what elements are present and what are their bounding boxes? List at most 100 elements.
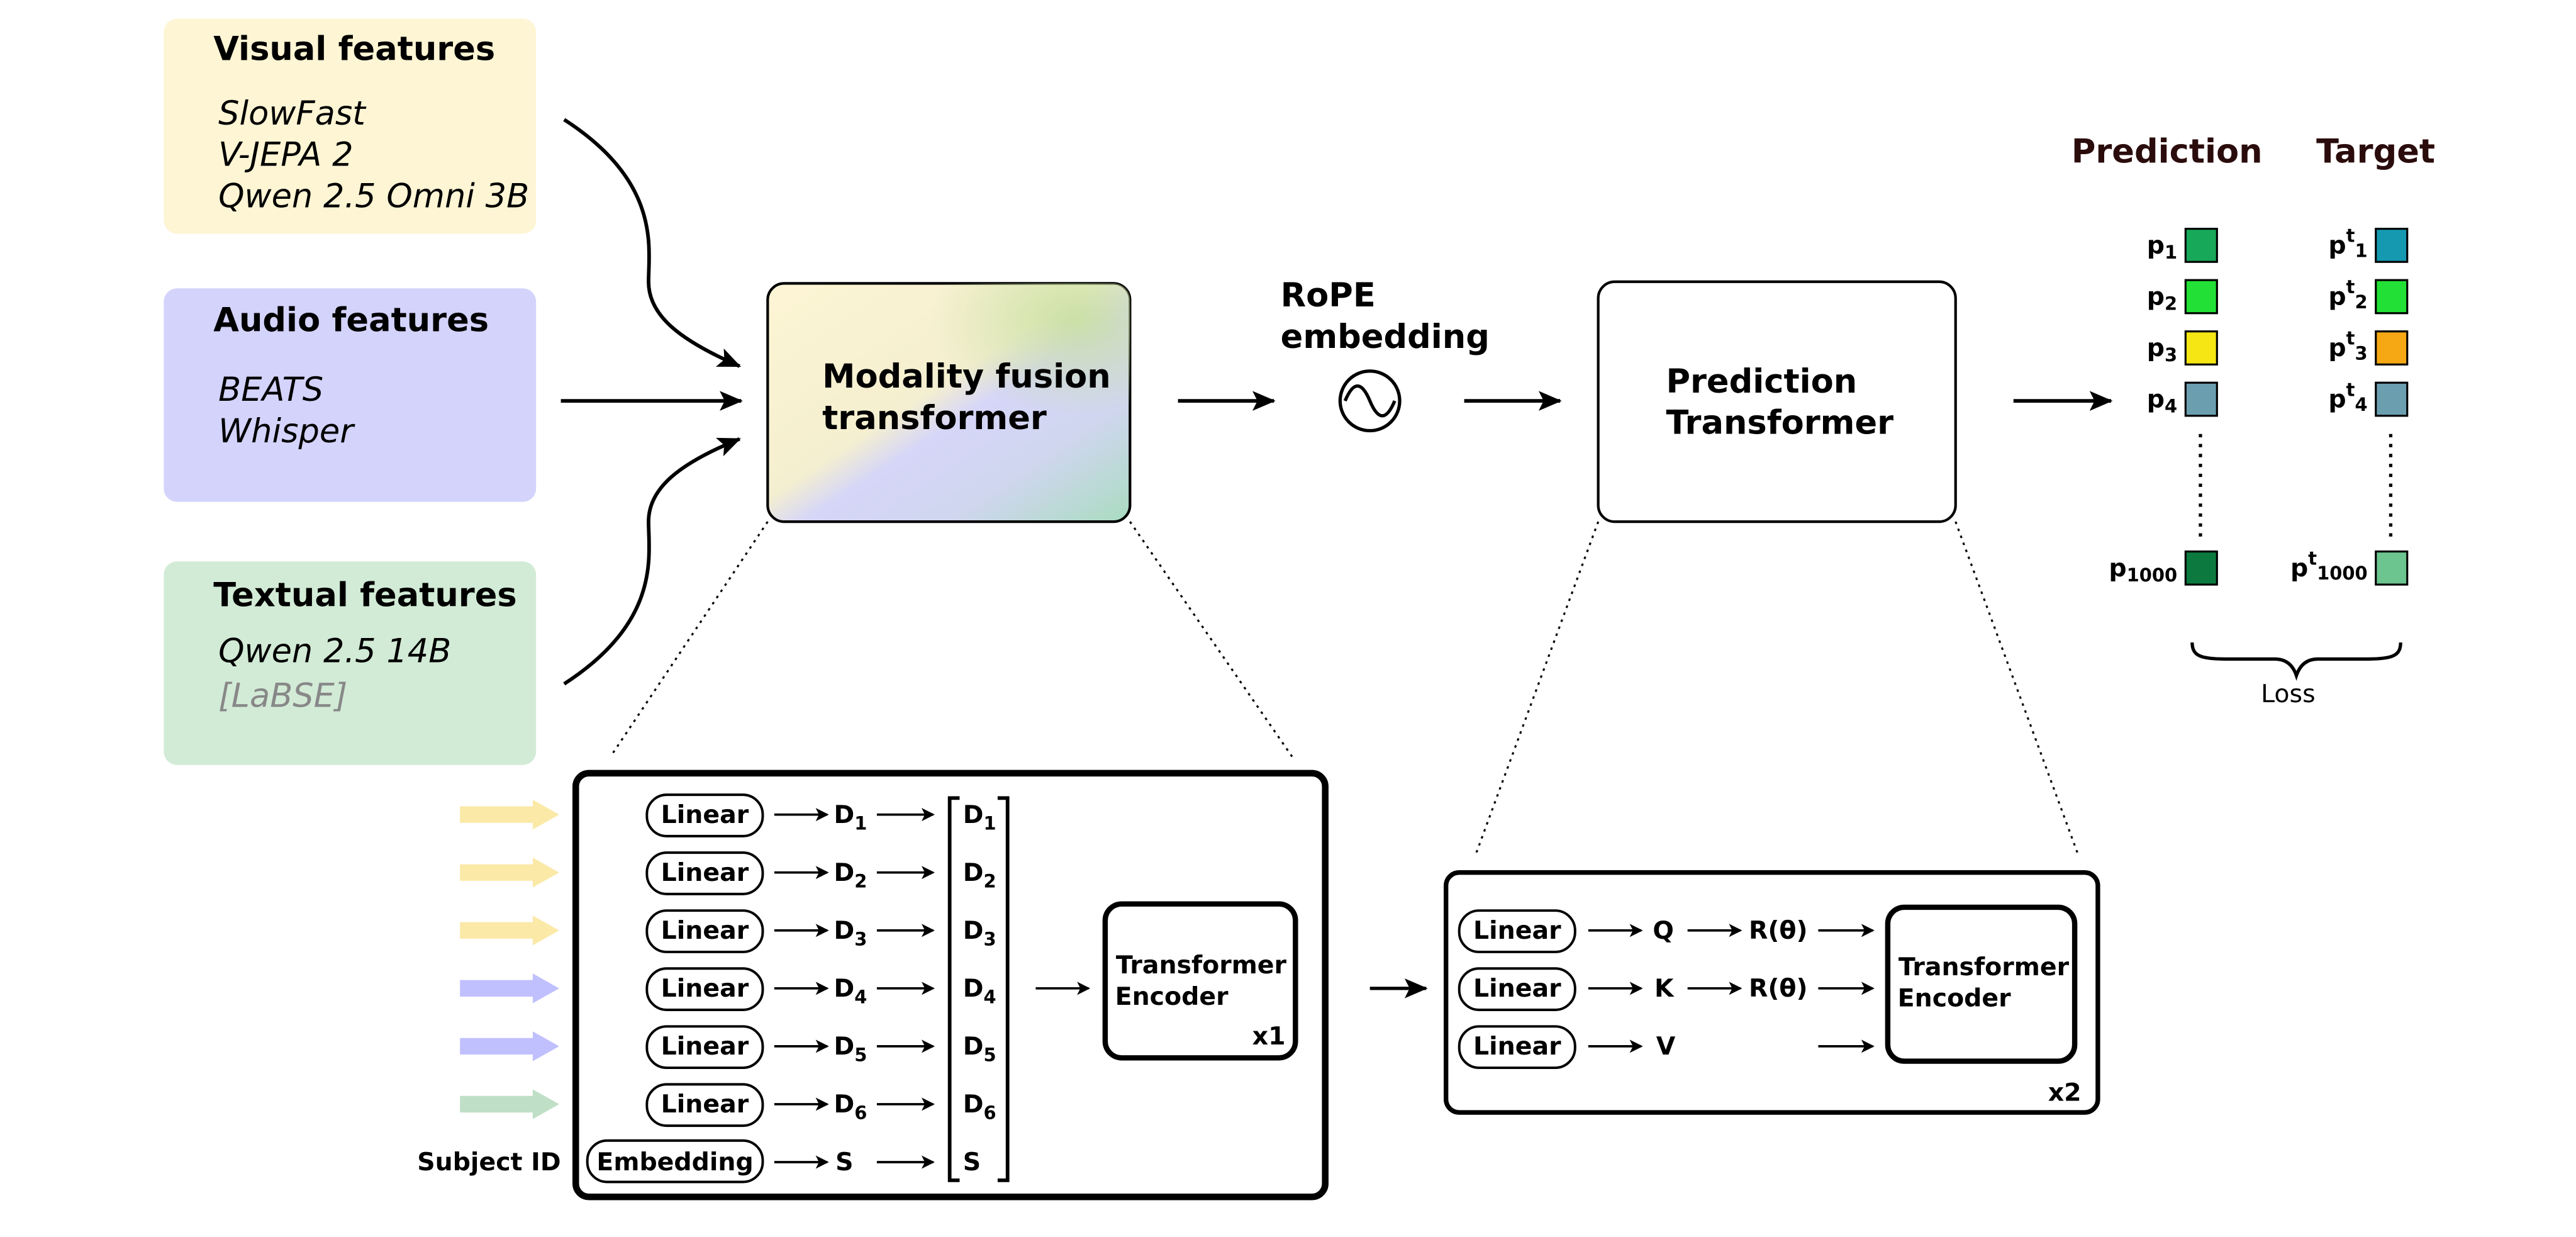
d-token-subscript: 5 — [983, 1044, 996, 1066]
d-token-label: D1 — [834, 800, 867, 834]
modality-input-arrow — [460, 1089, 559, 1119]
d-token-subscript: 3 — [983, 928, 996, 949]
modality-input-arrow — [460, 858, 559, 888]
p-superscript: t — [2346, 328, 2355, 349]
d-token-subscript: 6 — [854, 1102, 867, 1124]
prediction-header: Prediction — [2071, 132, 2263, 171]
linear-label: Linear — [661, 1032, 749, 1061]
modality-input-arrow — [460, 1031, 559, 1061]
target-swatch — [2375, 381, 2409, 417]
audio-feature-item: Whisper — [218, 412, 355, 451]
target-swatch — [2375, 330, 2409, 366]
linear-box — [645, 967, 764, 1011]
prediction-zoom-line-right — [1954, 521, 2079, 855]
block-count: x2 — [2048, 1078, 2082, 1107]
p-subscript: 3 — [2165, 344, 2177, 366]
prediction-label: p4 — [2147, 385, 2177, 417]
textual-features-bg — [164, 561, 537, 765]
fusion-zoom-line-left — [610, 521, 769, 758]
rope-title-line2: embedding — [1281, 318, 1490, 356]
stack-bracket-right — [997, 796, 1010, 1182]
v-label: V — [1656, 1032, 1676, 1061]
d-token-letter: D — [963, 974, 984, 1003]
target-label: pt2 — [2328, 276, 2367, 313]
linear-box — [645, 1083, 764, 1128]
d-token-subscript: 3 — [854, 928, 867, 949]
rope-title-line1: RoPE — [1281, 276, 1376, 315]
s-token-label: S — [835, 1148, 853, 1177]
p-subscript: 3 — [2355, 342, 2367, 364]
p-subscript: 4 — [2165, 396, 2177, 417]
sine-wave-icon-curve — [1343, 384, 1397, 418]
p-superscript: t — [2346, 379, 2355, 400]
visual-features-bg — [164, 18, 537, 234]
d-token-label: D2 — [834, 858, 867, 892]
sine-wave-icon — [1338, 369, 1402, 433]
target-label: pt4 — [2328, 379, 2367, 415]
textual-feature-item-muted: [LaBSE] — [218, 677, 347, 715]
modality-input-arrow — [460, 799, 559, 830]
prediction-swatch — [2184, 330, 2218, 366]
visual-feature-item: Qwen 2.5 Omni 3B — [218, 177, 529, 215]
p-letter: p — [2328, 385, 2346, 414]
encoder-label-line1: Transformer — [1116, 951, 1287, 980]
stack-bracket-left — [947, 796, 960, 1182]
modality-fusion-transformer-box: Modality fusion transformer — [766, 282, 1132, 523]
textual-features-title: Textual features — [213, 576, 516, 614]
prediction-swatch — [2184, 550, 2218, 586]
p-letter: p — [2147, 385, 2165, 414]
p-subscript: 2 — [2355, 291, 2367, 313]
target-label: pt1000 — [2290, 548, 2368, 585]
linear-label: Linear — [1473, 974, 1561, 1003]
d-token-subscript: 6 — [983, 1102, 996, 1124]
visual-to-fusion-arrow — [563, 118, 742, 368]
d-token-letter: D — [834, 974, 855, 1003]
d-token-letter: D — [834, 858, 855, 887]
d-token-subscript: 2 — [983, 870, 996, 892]
fusion-zoom-line-right — [1129, 521, 1293, 758]
linear-box — [1458, 1025, 1576, 1070]
linear-label: Linear — [661, 1090, 749, 1119]
audio-features-bg — [164, 288, 537, 502]
d-token-subscript: 1 — [983, 812, 996, 834]
textual-feature-item: Qwen 2.5 14B — [218, 632, 451, 671]
d-token-subscript: 5 — [854, 1044, 867, 1066]
prediction-transformer-encoder: Transformer Encoder — [1885, 904, 2078, 1064]
p-subscript: 2 — [2165, 293, 2177, 314]
d-token-letter: D — [834, 800, 855, 829]
rotary-label: R(θ) — [1749, 916, 1808, 945]
prediction-label: p1000 — [2109, 554, 2177, 586]
visual-feature-item: V-JEPA 2 — [218, 136, 353, 174]
q-row: Linear Q R(θ) — [1458, 909, 1875, 953]
textual-features-box: Textual features Qwen 2.5 14B [LaBSE] — [164, 561, 537, 765]
prediction-swatch — [2184, 279, 2218, 315]
loss-label: Loss — [2261, 680, 2316, 708]
stack-s-label: S — [963, 1148, 981, 1177]
prediction-swatch — [2184, 381, 2218, 417]
d-token-subscript: 2 — [854, 870, 867, 892]
linear-label: Linear — [1473, 1032, 1561, 1061]
linear-box — [645, 1025, 764, 1070]
subject-id-label: Subject ID — [417, 1148, 560, 1177]
q-label: Q — [1653, 916, 1674, 945]
linear-box — [645, 793, 764, 837]
p-subscript: 1000 — [2317, 563, 2368, 584]
rotary-label: R(θ) — [1749, 974, 1808, 1003]
audio-features-box: Audio features BEATS Whisper — [164, 288, 537, 502]
linear-label: Linear — [1473, 916, 1561, 945]
d-token-letter: D — [834, 1032, 855, 1061]
stack-d-label: D1 — [963, 800, 996, 834]
linear-box — [1458, 909, 1576, 953]
p-subscript: 4 — [2355, 394, 2367, 415]
d-token-subscript: 4 — [983, 986, 996, 1007]
d-token-label: D5 — [834, 1032, 867, 1066]
k-label: K — [1654, 974, 1675, 1003]
linear-box — [1458, 967, 1576, 1011]
p-superscript: t — [2346, 276, 2355, 298]
audio-feature-item: BEATS — [218, 371, 323, 409]
prediction-label: p2 — [2147, 283, 2177, 315]
audio-features-title: Audio features — [213, 301, 489, 340]
linear-box — [645, 909, 764, 953]
